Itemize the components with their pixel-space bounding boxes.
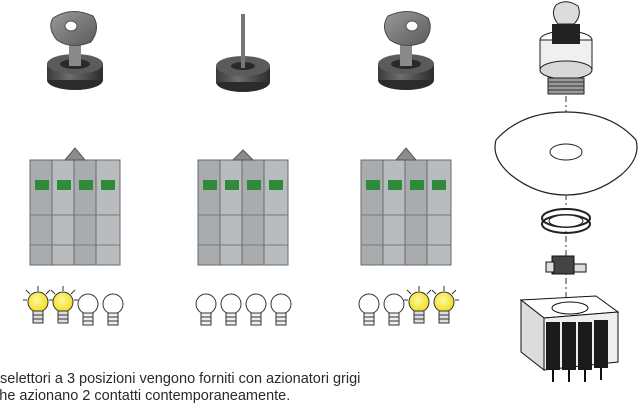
contact-block-group-2 [197, 149, 289, 266]
gasket-plate [494, 111, 638, 196]
actuator-group-3 [358, 11, 459, 326]
lamp-row-2 [195, 293, 292, 326]
lamp-off-icon [77, 293, 99, 326]
locking-ring [541, 208, 591, 234]
lever-icon [216, 14, 270, 92]
lamp-off-icon [102, 293, 124, 326]
actuator-group-2 [195, 14, 292, 326]
lamp-off-icon [195, 293, 217, 326]
lamp-off-icon [383, 293, 405, 326]
contact-block-base [519, 295, 620, 382]
lamp-on-icon [404, 286, 432, 324]
lamp-on-icon [50, 286, 78, 324]
caption-line-2: che azionano 2 contatti contemporaneamen… [0, 388, 291, 404]
contact-block-group-1 [29, 147, 121, 266]
key-icon [47, 11, 103, 90]
lamp-off-icon [220, 293, 242, 326]
lamp-row-1 [23, 286, 124, 326]
lamp-on-icon [431, 286, 459, 324]
actuator-adapter [545, 255, 587, 275]
caption-line-1: I selettori a 3 posizioni vengono fornit… [0, 371, 361, 387]
lamp-off-icon [270, 293, 292, 326]
caption: I selettori a 3 posizioni vengono fornit… [0, 371, 520, 405]
lamp-off-icon [358, 293, 380, 326]
lamp-off-icon [245, 293, 267, 326]
actuator-group-1 [23, 11, 124, 326]
key-icon [378, 11, 434, 90]
lamp-on-icon [23, 286, 53, 324]
lamp-row-3 [358, 286, 459, 326]
exploded-view [494, 1, 638, 382]
contact-block-group-3 [360, 147, 452, 266]
key-selector-head [539, 1, 593, 95]
